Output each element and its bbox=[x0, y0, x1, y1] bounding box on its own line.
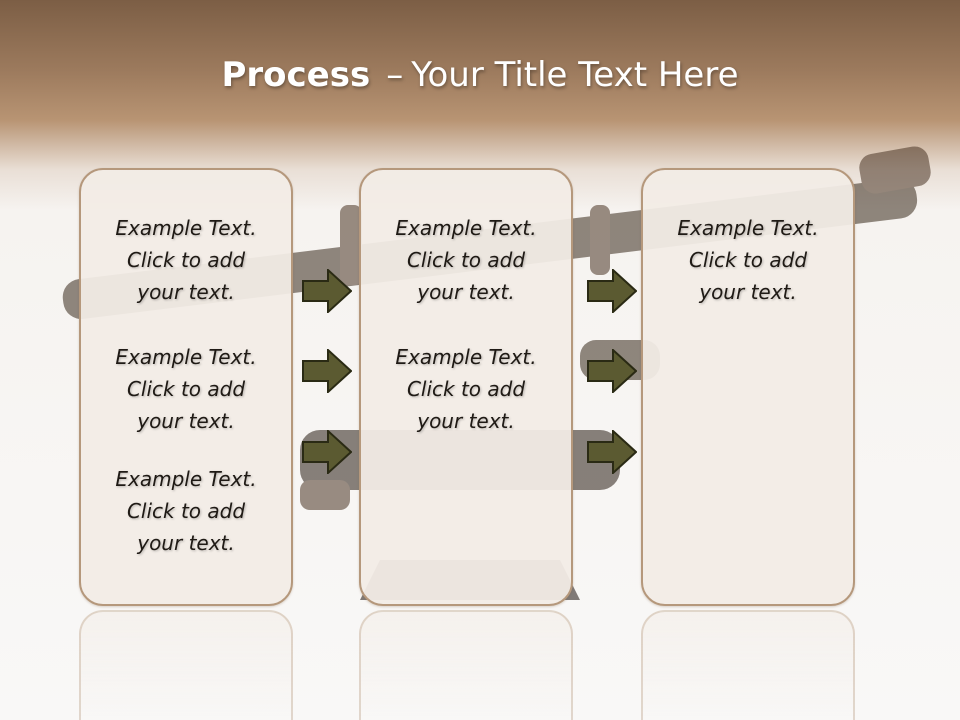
text-line: Click to add bbox=[688, 248, 808, 272]
text-line: your text. bbox=[137, 280, 235, 304]
text-placeholder[interactable]: Example Text. Click to add your text. bbox=[361, 212, 571, 308]
text-line: Example Text. bbox=[115, 467, 257, 491]
title-separator: – bbox=[386, 55, 404, 95]
text-line: Example Text. bbox=[115, 345, 257, 369]
box-reflection bbox=[359, 610, 573, 720]
text-placeholder[interactable]: Example Text. Click to add your text. bbox=[361, 341, 571, 437]
right-arrow-icon bbox=[587, 430, 637, 474]
text-line: your text. bbox=[137, 409, 235, 433]
text-line: Example Text. bbox=[115, 216, 257, 240]
page-title[interactable]: Process–Your Title Text Here bbox=[0, 52, 960, 98]
right-arrow-icon bbox=[587, 349, 637, 393]
text-line: your text. bbox=[417, 409, 515, 433]
box-reflection bbox=[641, 610, 855, 720]
process-step-box-1[interactable]: Example Text. Click to add your text. Ex… bbox=[79, 168, 293, 606]
text-line: Click to add bbox=[406, 377, 526, 401]
text-line: your text. bbox=[699, 280, 797, 304]
process-step-box-3[interactable]: Example Text. Click to add your text. bbox=[641, 168, 855, 606]
title-rest: Your Title Text Here bbox=[411, 55, 739, 95]
box-reflection bbox=[79, 610, 293, 720]
text-line: your text. bbox=[417, 280, 515, 304]
right-arrow-icon bbox=[302, 269, 352, 313]
text-placeholder[interactable]: Example Text. Click to add your text. bbox=[643, 212, 853, 308]
text-line: Click to add bbox=[126, 499, 246, 523]
text-line: Click to add bbox=[126, 377, 246, 401]
right-arrow-icon bbox=[302, 349, 352, 393]
right-arrow-icon bbox=[587, 269, 637, 313]
process-step-box-2[interactable]: Example Text. Click to add your text. Ex… bbox=[359, 168, 573, 606]
title-bold: Process bbox=[221, 55, 371, 95]
text-line: Example Text. bbox=[395, 345, 537, 369]
text-line: Example Text. bbox=[395, 216, 537, 240]
text-line: Click to add bbox=[406, 248, 526, 272]
text-placeholder[interactable]: Example Text. Click to add your text. bbox=[81, 463, 291, 559]
text-line: Example Text. bbox=[677, 216, 819, 240]
text-line: Click to add bbox=[126, 248, 246, 272]
text-placeholder[interactable]: Example Text. Click to add your text. bbox=[81, 341, 291, 437]
right-arrow-icon bbox=[302, 430, 352, 474]
text-line: your text. bbox=[137, 531, 235, 555]
text-placeholder[interactable]: Example Text. Click to add your text. bbox=[81, 212, 291, 308]
